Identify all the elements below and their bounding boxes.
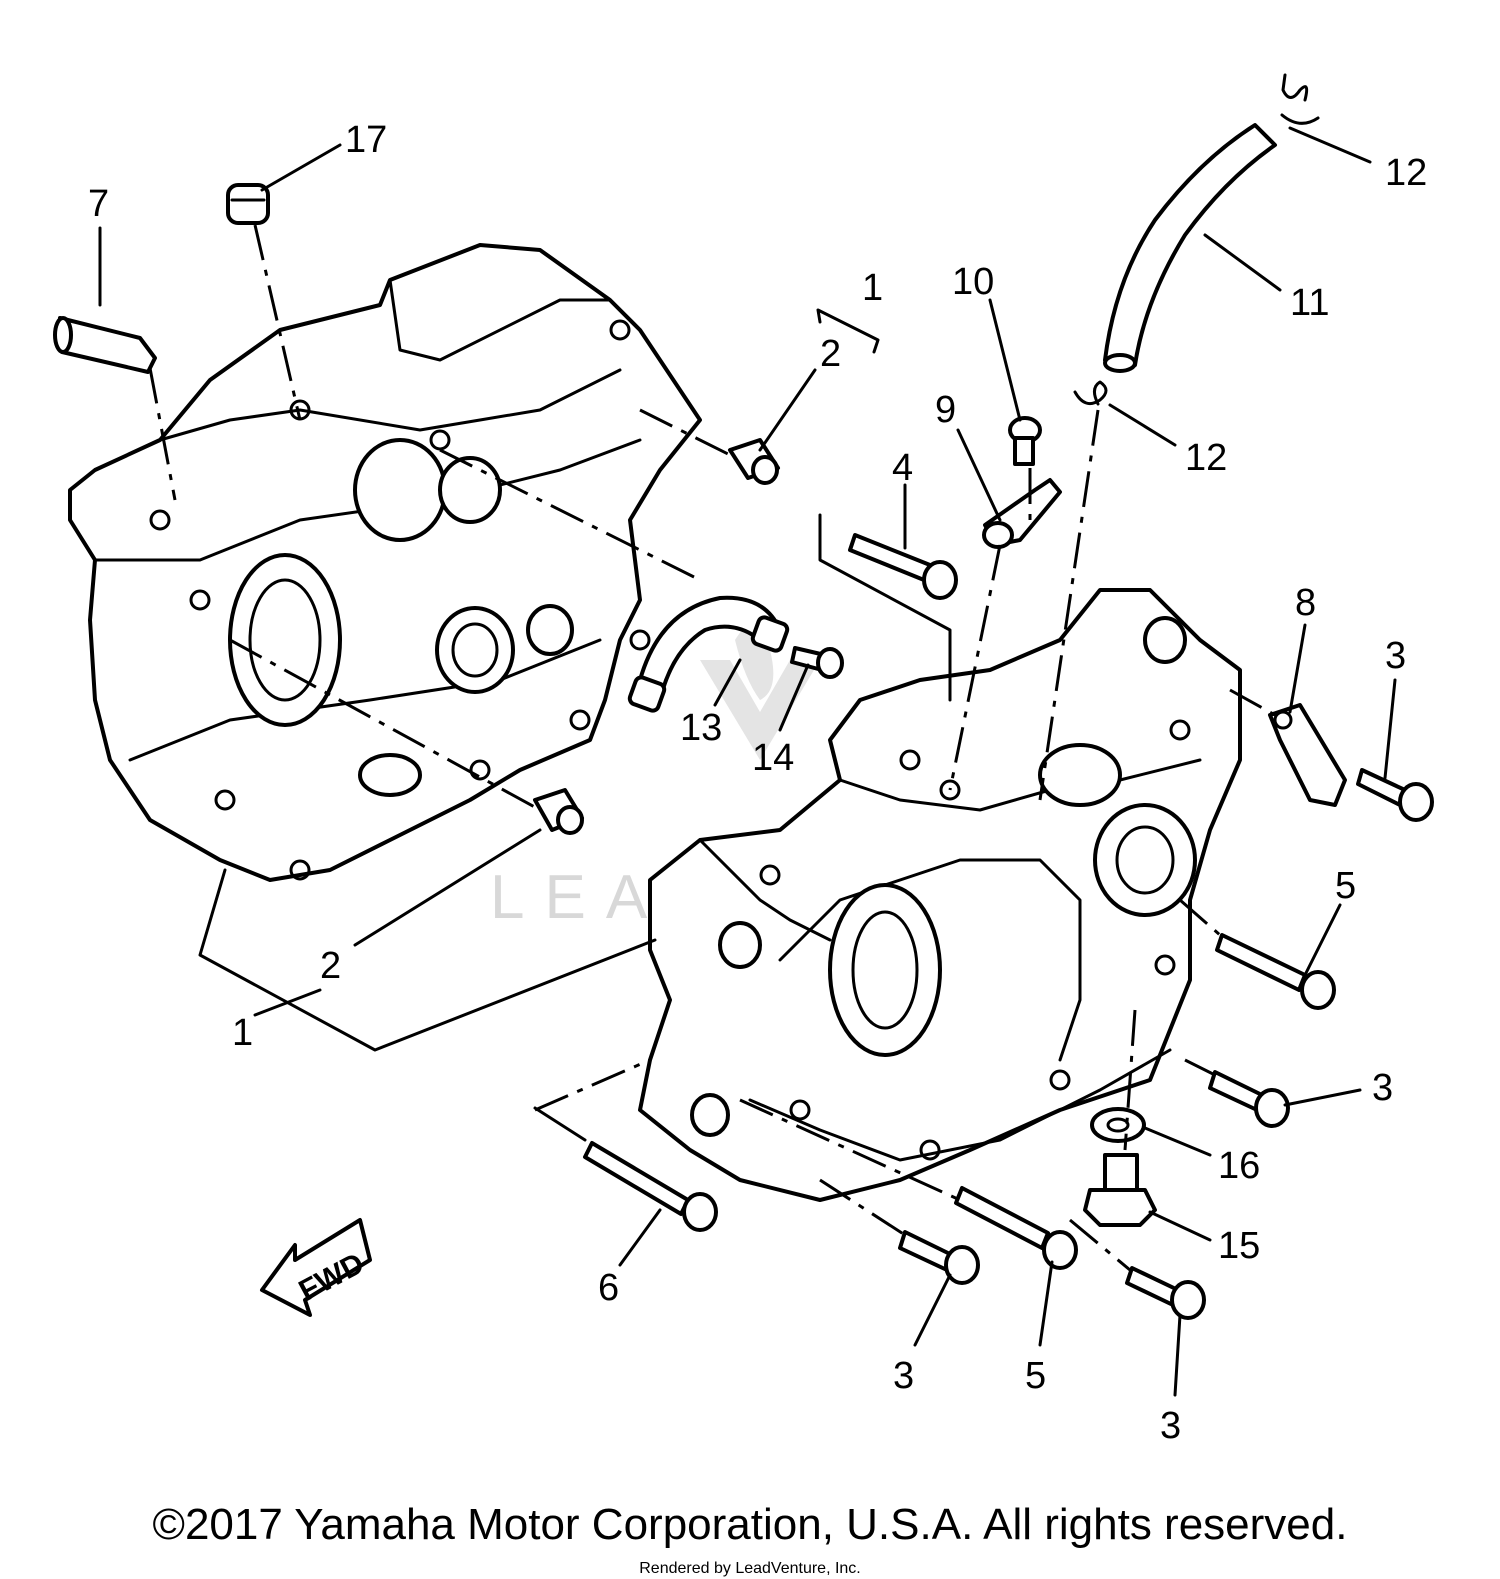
hose-clip-12-top [1280, 73, 1320, 125]
callout-2-top: 2 [820, 333, 841, 375]
callout-14: 14 [752, 737, 794, 779]
assembly-bracket-1-top [816, 308, 880, 354]
dowel-2-lower [533, 788, 584, 835]
plug-17 [226, 183, 270, 225]
left-crankcase-half [68, 243, 702, 882]
bearing-retainer-13 [627, 595, 790, 713]
callout-6: 6 [598, 1267, 619, 1309]
callout-9: 9 [935, 389, 956, 431]
rendered-by-credit: Rendered by LeadVenture, Inc. [639, 1560, 861, 1577]
callout-10: 10 [952, 261, 994, 303]
copyright-notice: ©2017 Yamaha Motor Corporation, U.S.A. A… [152, 1500, 1348, 1549]
callout-3-bottom-right: 3 [1160, 1405, 1181, 1447]
callout-7: 7 [88, 183, 109, 225]
right-crankcase-half [638, 588, 1242, 1202]
bolt-4 [848, 533, 958, 600]
centerlines [148, 224, 1276, 1272]
breather-hose-11 [1103, 123, 1277, 373]
leader-lines [98, 126, 1397, 1397]
bolt-5-lower [954, 1186, 1078, 1270]
callout-16: 16 [1218, 1145, 1260, 1187]
screw-14 [790, 646, 844, 679]
callout-8: 8 [1295, 582, 1316, 624]
callout-13: 13 [680, 707, 722, 749]
bolt-3-mid [1208, 1070, 1290, 1128]
callout-numbers: 17 7 1 2 10 9 4 12 11 12 8 3 13 14 5 2 1… [88, 119, 1427, 1447]
bolt-5-upper [1215, 933, 1336, 1010]
callout-5-lower: 5 [1025, 1355, 1046, 1397]
bolt-3-bottom-left [898, 1230, 980, 1285]
callout-3-mid: 3 [1372, 1067, 1393, 1109]
hose-guide-9 [982, 478, 1062, 549]
callout-11: 11 [1290, 282, 1329, 324]
drain-plug-15 [1083, 1153, 1157, 1227]
callout-5-upper: 5 [1335, 865, 1356, 907]
bracket-line-6 [533, 1106, 587, 1142]
bracket-line-4 [818, 513, 952, 702]
callout-3-bottom-left: 3 [893, 1355, 914, 1397]
dowel-pin-7 [53, 316, 157, 374]
callout-12-top: 12 [1385, 152, 1427, 194]
callout-1-lower: 1 [232, 1012, 253, 1054]
callout-3-right: 3 [1385, 635, 1406, 677]
callout-1-top: 1 [862, 267, 883, 309]
bolt-3-right [1356, 768, 1434, 822]
screw-10 [1008, 416, 1042, 466]
callout-2-lower: 2 [320, 945, 341, 987]
forward-direction-arrow: FWD [260, 1218, 372, 1317]
callout-12-lower: 12 [1185, 437, 1227, 479]
bolt-3-bottom-right [1125, 1266, 1206, 1320]
callout-17: 17 [345, 119, 387, 161]
bolt-6 [583, 1141, 718, 1232]
hose-clip-12-lower [1073, 380, 1108, 406]
bracket-8 [1268, 703, 1347, 807]
dowel-2-upper [728, 438, 780, 485]
callout-15: 15 [1218, 1225, 1260, 1267]
callout-4: 4 [892, 447, 913, 489]
washer-16 [1090, 1107, 1146, 1143]
